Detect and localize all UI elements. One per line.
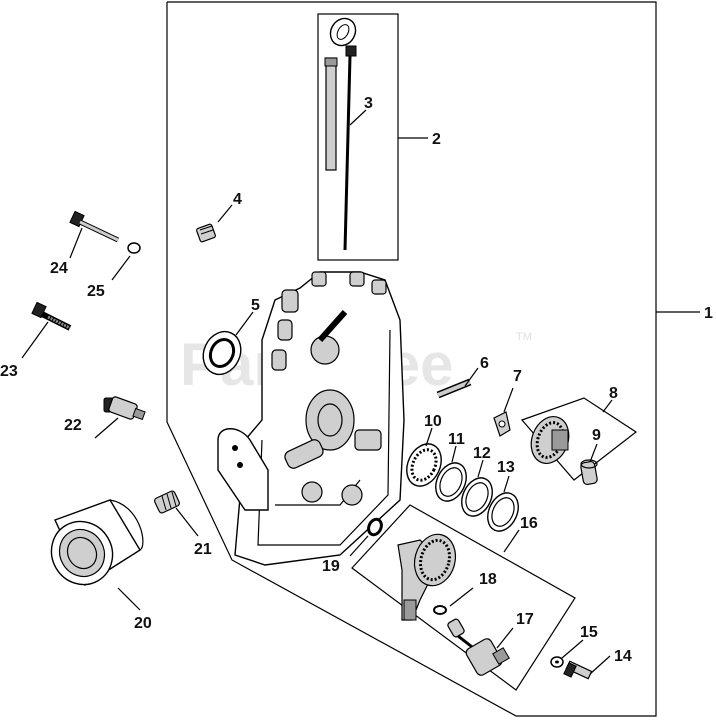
retaining-clip-part[interactable] [493, 411, 511, 437]
leader-25 [111, 255, 131, 281]
leader-21 [175, 507, 199, 537]
leader-17 [496, 627, 514, 649]
leader-24 [69, 227, 83, 259]
callout-12[interactable]: 12 [473, 445, 491, 462]
thrust-washer-13-part[interactable] [482, 488, 524, 536]
oil-pump-part[interactable] [397, 530, 461, 621]
leader-5 [235, 311, 254, 336]
thrust-washer-12-part[interactable] [456, 473, 498, 521]
dowel-pin-part[interactable] [436, 378, 472, 399]
leader-19 [349, 535, 369, 557]
callout-25[interactable]: 25 [87, 283, 105, 300]
leader-14 [589, 655, 611, 675]
dipstick-box [317, 13, 399, 261]
leader-11 [451, 445, 457, 463]
callout-16[interactable]: 16 [520, 515, 538, 532]
oil-seal-part[interactable] [196, 325, 247, 380]
oil-pressure-switch-part[interactable] [103, 396, 146, 421]
callout-14[interactable]: 14 [614, 648, 632, 665]
callout-4[interactable]: 4 [233, 191, 242, 208]
callout-10[interactable]: 10 [424, 413, 442, 430]
leader-6 [464, 367, 479, 387]
callout-18[interactable]: 18 [479, 571, 497, 588]
callout-17[interactable]: 17 [516, 611, 534, 628]
callout-1[interactable]: 1 [704, 305, 713, 322]
callout-8[interactable]: 8 [609, 385, 618, 402]
callout-21[interactable]: 21 [194, 541, 212, 558]
callout-24[interactable]: 24 [50, 260, 68, 277]
washer-15-part[interactable] [550, 656, 564, 668]
watermark-trademark: TM [516, 331, 532, 343]
callout-11[interactable]: 11 [448, 431, 465, 448]
thrust-washer-11-part[interactable] [430, 458, 472, 506]
oil-filter-part[interactable] [40, 499, 144, 596]
callout-22[interactable]: 22 [64, 417, 82, 434]
governor-gear-part[interactable] [525, 411, 575, 468]
governor-shaft-part[interactable] [580, 459, 598, 486]
callout-20[interactable]: 20 [134, 615, 152, 632]
callout-23[interactable]: 23 [0, 363, 18, 380]
o-ring-19-part[interactable] [366, 517, 384, 537]
callout-6[interactable]: 6 [480, 355, 489, 372]
leader-12 [477, 459, 484, 478]
dipstick-part[interactable] [326, 14, 361, 251]
leader-16 [503, 529, 520, 553]
o-ring-18-part[interactable] [433, 605, 447, 615]
callout-2[interactable]: 2 [432, 131, 441, 148]
leader-15 [561, 639, 584, 659]
pipe-plug-part[interactable] [196, 223, 216, 243]
leader-9 [589, 443, 598, 463]
callout-5[interactable]: 5 [251, 297, 260, 314]
leader-3 [349, 109, 367, 126]
leader-20 [117, 587, 141, 611]
callout-3[interactable]: 3 [364, 95, 373, 112]
callout-13[interactable]: 13 [497, 459, 515, 476]
callout-19[interactable]: 19 [322, 558, 340, 575]
leader-7 [503, 387, 514, 413]
leader-18 [449, 587, 474, 607]
leader-22 [94, 417, 119, 439]
leader-23 [21, 321, 49, 359]
leader-8 [602, 399, 613, 413]
screw-14-part[interactable] [563, 660, 593, 680]
leader-4 [217, 204, 233, 223]
bolt-23-part[interactable] [31, 301, 72, 331]
leader-13 [503, 475, 510, 493]
needle-bearing-part[interactable] [400, 438, 448, 491]
callout-9[interactable]: 9 [592, 427, 601, 444]
oil-filter-nipple-part[interactable] [154, 490, 181, 514]
assembly-boundary [166, 1, 657, 717]
bolt-24-part[interactable] [69, 210, 120, 243]
leader-10 [425, 427, 433, 447]
closure-plate-part[interactable] [217, 271, 405, 566]
washer-25-part[interactable] [127, 242, 141, 254]
oil-pickup-part[interactable] [447, 618, 510, 677]
oil-pump-box [351, 504, 576, 691]
callout-7[interactable]: 7 [513, 368, 522, 385]
callout-15[interactable]: 15 [580, 624, 598, 641]
dipstick-tube-part[interactable] [324, 57, 338, 171]
